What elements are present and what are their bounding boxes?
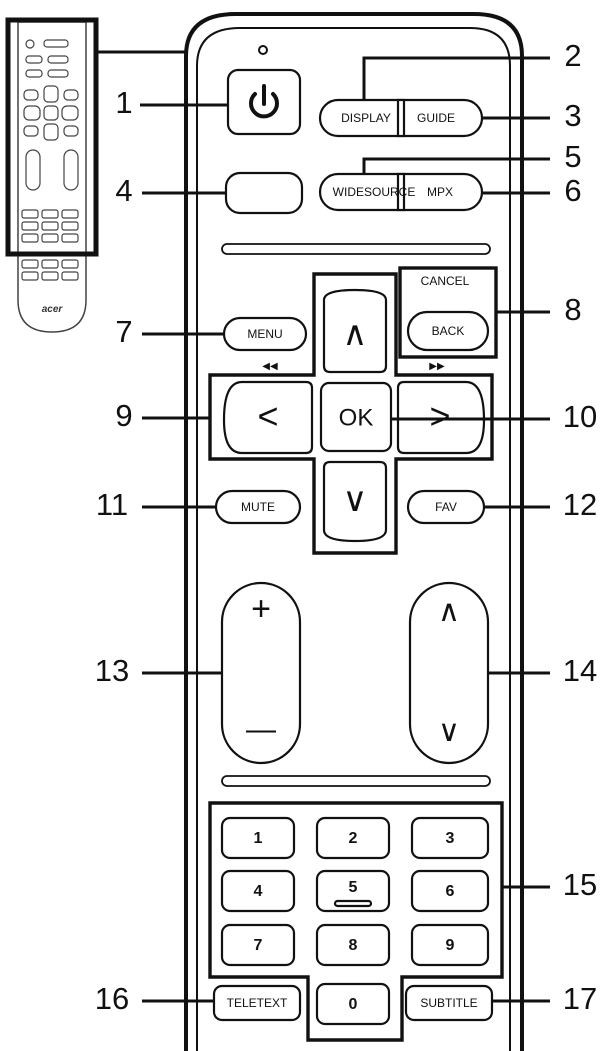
digit-label: 9 [446,937,455,954]
digit-6-button[interactable]: 6 [410,869,490,913]
down-button[interactable]: ∨ [322,460,388,543]
power-icon [249,84,279,119]
channel-up-icon: ∧ [438,595,460,628]
digit-1-button[interactable]: 1 [220,816,296,860]
rewind-icon: ◀◀ [262,361,278,372]
digit-4-button[interactable]: 4 [220,869,296,913]
widesource-mpx-button[interactable]: WIDESOURCE MPX [318,172,484,212]
fast-forward-icon: ▶▶ [429,361,445,372]
blank-button[interactable] [224,171,304,215]
volume-rocker[interactable]: + — [220,581,302,765]
leader-lines [140,56,550,1003]
digit-label: 0 [349,996,358,1013]
callout-5: 5 [564,139,581,174]
digit-8-button[interactable]: 8 [315,923,391,967]
volume-minus-icon: — [246,713,276,746]
fav-button[interactable]: FAV [406,489,486,525]
callout-17: 17 [563,981,597,1016]
cancel-label: CANCEL [421,274,470,288]
callout-4: 4 [115,173,132,208]
down-arrow-icon: ∨ [343,481,368,519]
back-label: BACK [432,324,465,338]
up-arrow-icon: ∧ [343,315,368,353]
digit-2-button[interactable]: 2 [315,816,391,860]
ok-label: OK [339,404,374,431]
divider-top [221,243,491,255]
mpx-label: MPX [427,185,453,199]
digit-label: 4 [254,883,263,900]
brand-logo: acer [42,304,64,315]
right-arrow-icon: > [429,396,450,437]
digit-5-button[interactable]: 5 [315,869,391,913]
remote-thumbnail: acer [5,17,99,333]
back-button[interactable]: BACK [406,310,490,352]
left-button[interactable]: < [222,380,314,455]
callout-1: 1 [115,85,132,120]
digit-label: 7 [254,937,263,954]
tactile-bump [333,899,373,908]
callout-10: 10 [563,399,597,434]
callout-6: 6 [564,173,581,208]
numpad-highlight [208,801,504,1042]
callout-11: 11 [96,487,128,522]
menu-button[interactable]: MENU [222,316,308,352]
callout-8: 8 [564,292,581,327]
digit-label: 3 [446,830,455,847]
digit-label: 2 [349,830,358,847]
teletext-button[interactable]: TELETEXT [212,984,302,1022]
channel-down-icon: ∨ [438,715,460,748]
volume-plus-icon: + [251,590,271,628]
digit-label: 8 [349,937,358,954]
digit-0-button[interactable]: 0 [315,982,391,1026]
up-button[interactable]: ∧ [322,288,388,374]
digit-7-button[interactable]: 7 [220,923,296,967]
mute-label: MUTE [241,500,275,514]
ir-led [258,45,268,55]
teletext-label: TELETEXT [227,996,288,1010]
digit-label: 1 [254,830,263,847]
widesource-label: WIDESOURCE [333,185,416,199]
fav-label: FAV [435,500,457,514]
callout-12: 12 [563,487,597,522]
callout-3: 3 [564,98,581,133]
callout-9: 9 [115,398,132,433]
callout-16: 16 [95,981,129,1016]
subtitle-label: SUBTITLE [420,996,477,1010]
left-arrow-icon: < [257,396,278,437]
numpad: 1 2 3 4 5 6 7 8 [220,816,490,1026]
callout-2: 2 [564,38,581,73]
channel-rocker[interactable]: ∧ ∨ [408,581,490,765]
dpad-highlight [208,272,494,555]
mute-button[interactable]: MUTE [214,489,302,525]
divider-bottom [221,775,491,787]
callout-13: 13 [95,653,129,688]
menu-label: MENU [247,327,282,341]
ok-button[interactable]: OK [319,381,393,453]
callout-numbers: 1 2 3 4 5 6 7 8 9 10 11 12 13 14 15 16 1… [95,38,597,1016]
display-label: DISPLAY [341,111,391,125]
digit-label: 6 [446,883,455,900]
digit-3-button[interactable]: 3 [410,816,490,860]
digit-label: 5 [349,879,358,896]
callout-15: 15 [563,867,597,902]
guide-label: GUIDE [417,111,455,125]
subtitle-button[interactable]: SUBTITLE [404,984,494,1022]
callout-7: 7 [115,314,132,349]
callout-14: 14 [563,653,597,688]
digit-9-button[interactable]: 9 [410,923,490,967]
power-button[interactable] [226,68,302,136]
display-guide-button[interactable]: DISPLAY GUIDE [318,98,484,138]
